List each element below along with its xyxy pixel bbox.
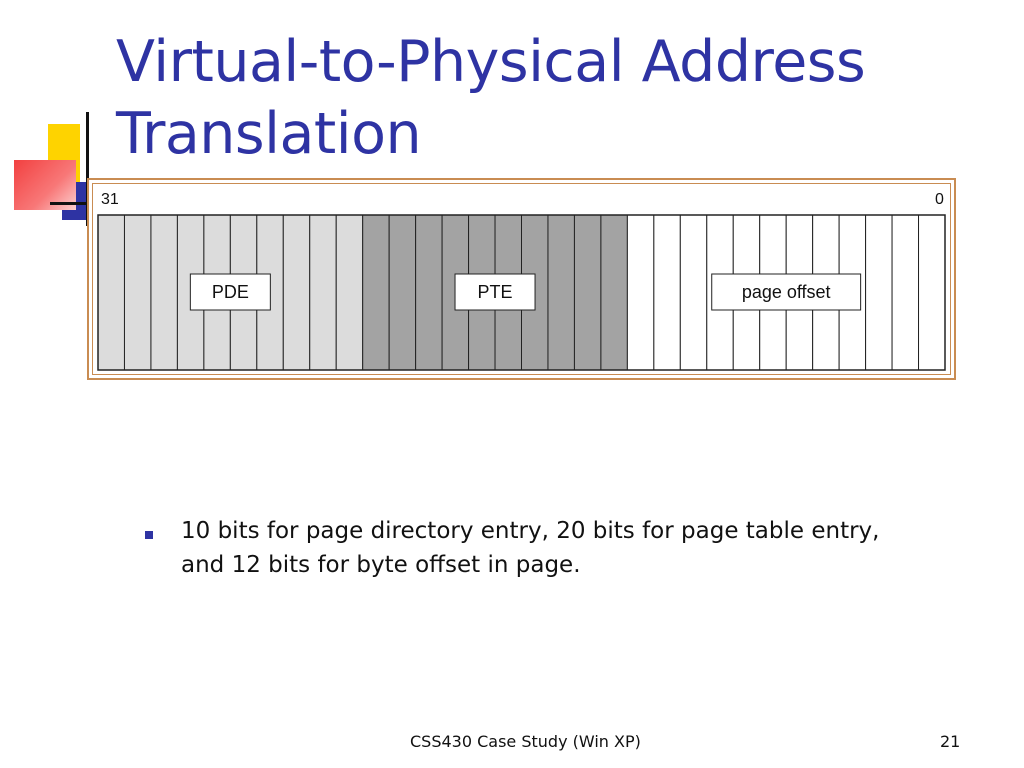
field-label-box	[189, 273, 271, 311]
field-labels: PDE PTE page offset	[189, 273, 862, 311]
bit-cell	[97, 214, 125, 371]
bit-cell	[573, 214, 602, 371]
bit-strip-border	[97, 214, 946, 371]
address-bit-diagram: 31 0 PDE PTE page offset	[97, 191, 946, 371]
bullet-text: 10 bits for page directory entry, 20 bit…	[181, 518, 880, 578]
high-bit-label: 31	[101, 191, 119, 208]
bit-cell	[415, 214, 443, 371]
field-label: page offset	[742, 282, 831, 302]
bit-cell	[309, 214, 337, 371]
field-label: PDE	[212, 282, 249, 302]
low-bit-label: 0	[935, 191, 944, 208]
bullet-item: 10 bits for page directory entry, 20 bit…	[145, 514, 905, 582]
deco-vertical-line	[86, 112, 89, 226]
field-label: PTE	[478, 282, 513, 302]
bit-cell	[600, 214, 628, 371]
bit-cell	[679, 214, 708, 371]
field-label-box	[454, 273, 536, 311]
diagram-inner-border	[92, 183, 951, 375]
field-label-box	[711, 273, 862, 311]
deco-red-square	[14, 160, 76, 210]
bit-cell	[388, 214, 417, 371]
title-line-2: Translation	[116, 101, 422, 167]
diagram-frame: 31 0 PDE PTE page offset	[87, 178, 956, 380]
bit-cell	[335, 214, 364, 371]
bit-cell	[150, 214, 178, 371]
bit-cell	[653, 214, 681, 371]
bullet-list: 10 bits for page directory entry, 20 bit…	[145, 514, 905, 582]
bit-cell	[362, 214, 390, 371]
bit-cell	[865, 214, 893, 371]
bit-cell	[891, 214, 920, 371]
footer-text: CSS430 Case Study (Win XP)	[410, 732, 641, 751]
bit-cell	[547, 214, 575, 371]
bullet-marker-icon	[145, 531, 153, 539]
bit-cell	[282, 214, 311, 371]
bit-cell	[626, 214, 655, 371]
title-line-1: Virtual-to-Physical Address	[116, 29, 866, 95]
slide-number: 21	[940, 732, 961, 751]
bit-cell	[123, 214, 152, 371]
bit-cell	[918, 214, 946, 371]
page-title: Virtual-to-Physical Address Translation	[116, 26, 996, 170]
deco-horizontal-line	[50, 202, 86, 205]
